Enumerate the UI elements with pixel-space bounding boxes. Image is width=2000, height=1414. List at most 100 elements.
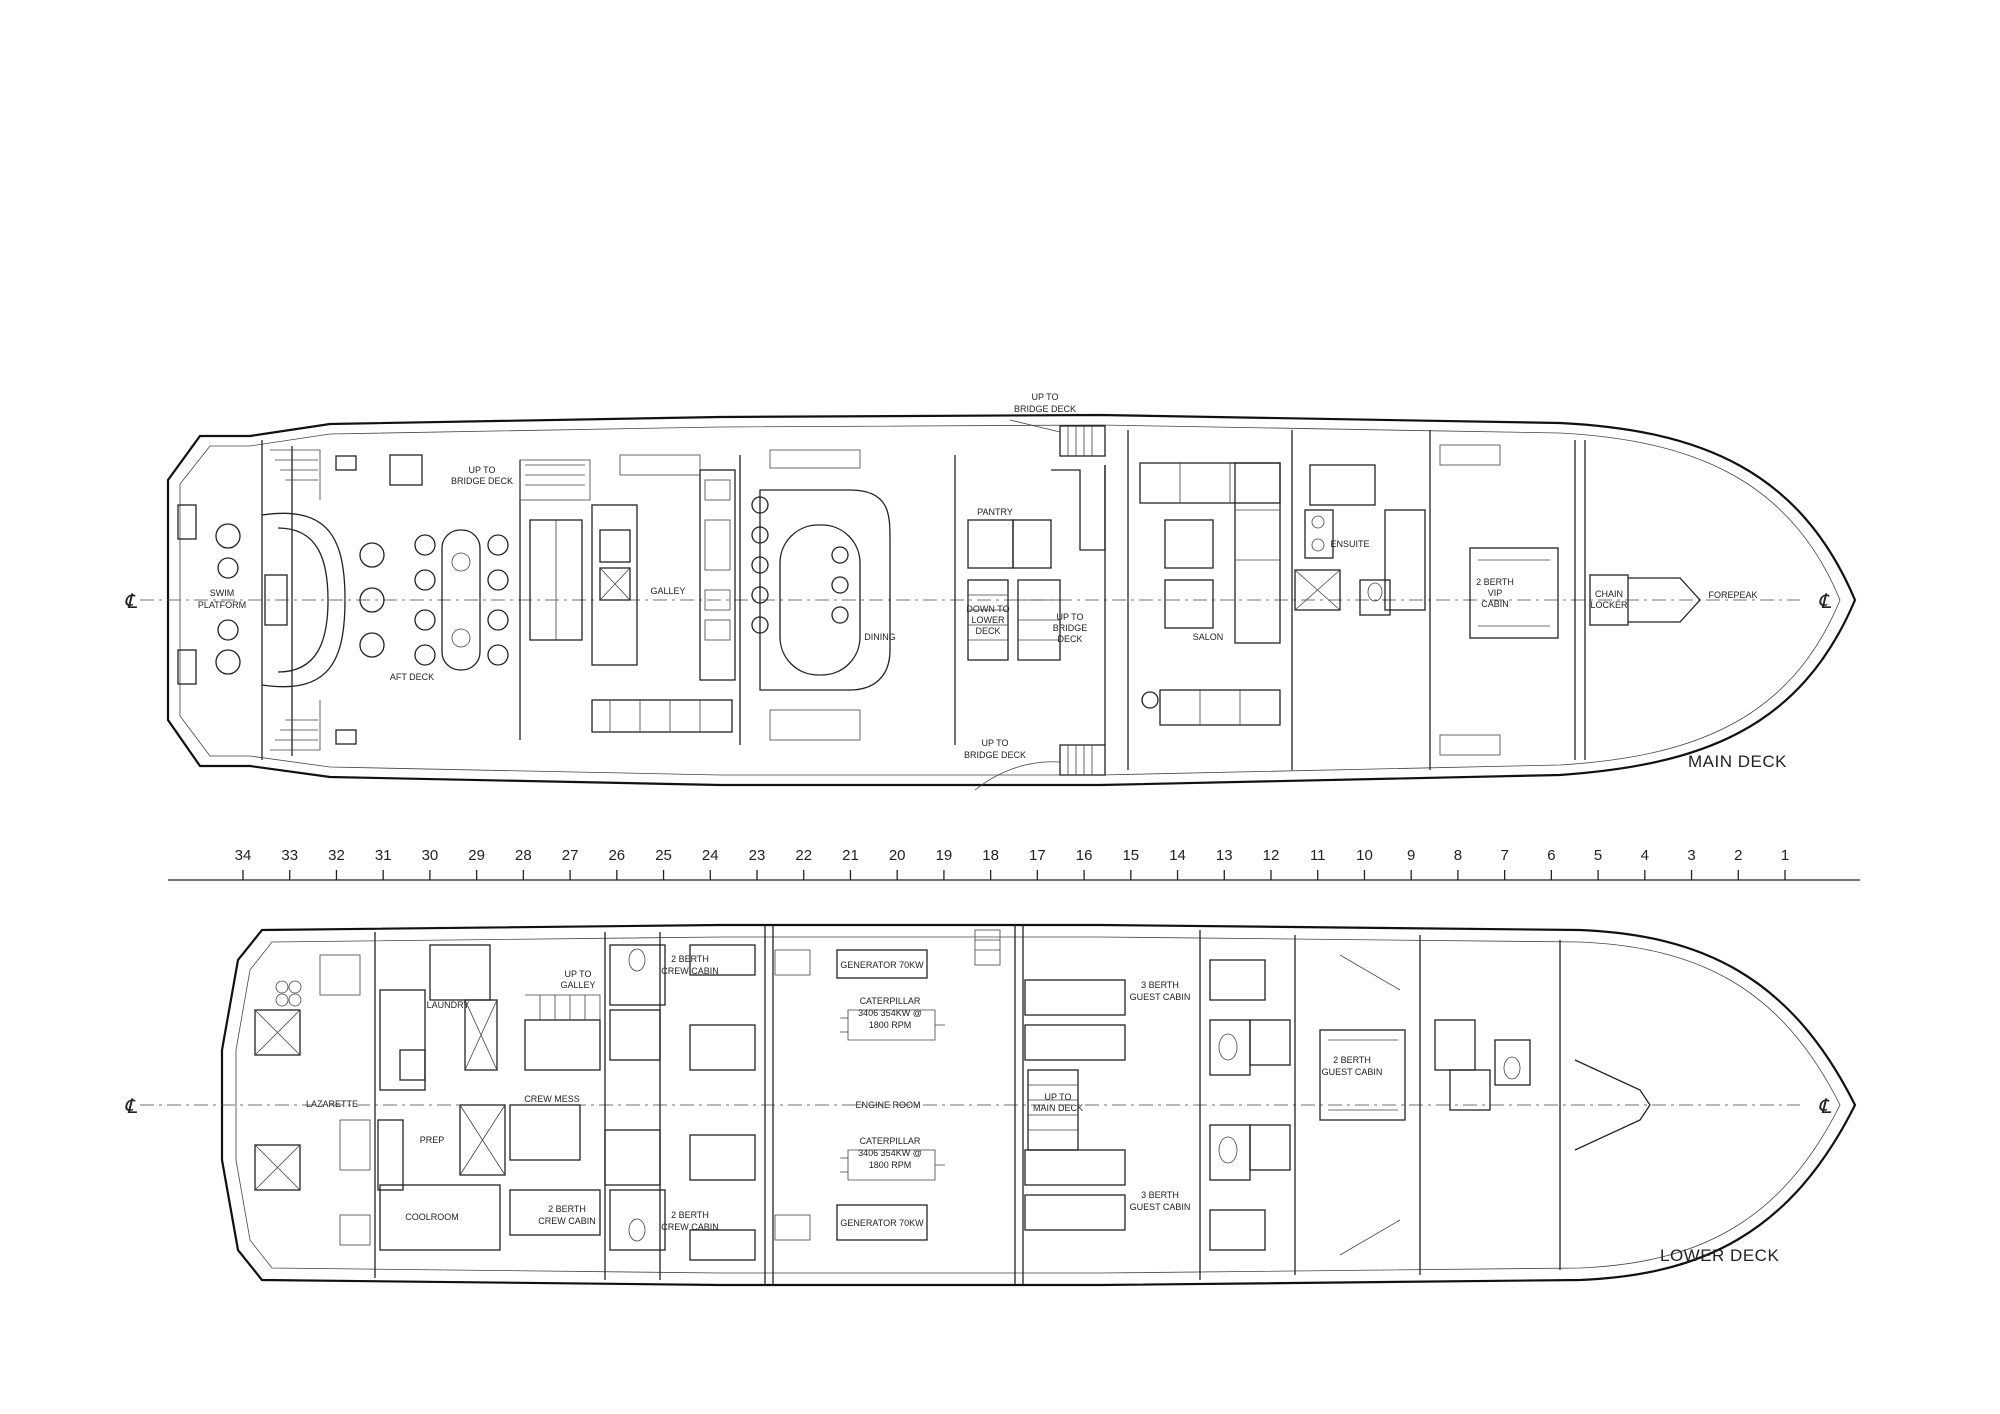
up-to-bridge-aft-label-2: BRIDGE DECK bbox=[451, 476, 513, 486]
galley-label: GALLEY bbox=[650, 586, 685, 596]
down-to-lower-label: DOWN TO bbox=[966, 604, 1009, 614]
up-to-bridge-bottom-label-2: BRIDGE DECK bbox=[964, 750, 1026, 760]
frame-number: 23 bbox=[749, 847, 766, 864]
engine-top-label-2: 3406 354KW @ bbox=[858, 1008, 922, 1018]
frame-number: 31 bbox=[375, 847, 392, 864]
frame-number: 9 bbox=[1407, 847, 1415, 864]
up-to-bridge-aft-label: UP TO bbox=[468, 465, 495, 475]
frame-number: 22 bbox=[795, 847, 812, 864]
frame-number: 26 bbox=[608, 847, 625, 864]
lazarette-label: LAZARETTE bbox=[306, 1099, 358, 1109]
frame-number: 25 bbox=[655, 847, 672, 864]
frame-number: 5 bbox=[1594, 847, 1602, 864]
frame-number: 17 bbox=[1029, 847, 1046, 864]
engine-bottom-label: CATERPILLAR bbox=[860, 1136, 921, 1146]
lower-deck-plan: ℄ ℄ LAZARETTE LAUNDRY PREP COOLROOM UP T… bbox=[124, 923, 1857, 1287]
engine-bottom-label-2: 3406 354KW @ bbox=[858, 1148, 922, 1158]
generator-bottom-label: GENERATOR 70KW bbox=[840, 1218, 924, 1228]
frame-number: 3 bbox=[1687, 847, 1695, 864]
guest-cabin-bottom-label: 3 BERTH bbox=[1141, 1190, 1179, 1200]
engine-top-label: CATERPILLAR bbox=[860, 996, 921, 1006]
up-to-bridge-inner-label-2: BRIDGE bbox=[1053, 623, 1088, 633]
frame-number: 21 bbox=[842, 847, 859, 864]
engine-room-label: ENGINE ROOM bbox=[855, 1100, 920, 1110]
frame-number: 7 bbox=[1500, 847, 1508, 864]
frame-number: 4 bbox=[1641, 847, 1649, 864]
engine-top-label-3: 1800 RPM bbox=[869, 1020, 912, 1030]
chain-locker-label: CHAIN bbox=[1595, 589, 1623, 599]
frame-number: 15 bbox=[1122, 847, 1139, 864]
up-to-bridge-inner-label-3: DECK bbox=[1057, 634, 1082, 644]
down-to-lower-label-2: LOWER bbox=[971, 615, 1005, 625]
main-centerline-symbol-aft: ℄ bbox=[124, 589, 138, 613]
chain-locker-label-2: LOCKER bbox=[1590, 600, 1628, 610]
frame-number: 24 bbox=[702, 847, 719, 864]
frame-number: 34 bbox=[235, 847, 252, 864]
coolroom-label: COOLROOM bbox=[405, 1212, 459, 1222]
salon-label: SALON bbox=[1193, 632, 1224, 642]
frame-number: 30 bbox=[422, 847, 439, 864]
frame-number: 19 bbox=[936, 847, 953, 864]
up-to-bridge-bottom-label: UP TO bbox=[981, 738, 1008, 748]
lower-deck-hull bbox=[220, 923, 1857, 1287]
frame-number: 18 bbox=[982, 847, 999, 864]
crew-cabin-b-label-2: CREW CABIN bbox=[661, 966, 719, 976]
up-to-main-label-2: MAIN DECK bbox=[1033, 1103, 1083, 1113]
crew-cabin-b-label: 2 BERTH bbox=[671, 954, 709, 964]
engine-bottom-label-3: 1800 RPM bbox=[869, 1160, 912, 1170]
guest-cabin-fwd-label-2: GUEST CABIN bbox=[1322, 1067, 1383, 1077]
up-to-bridge-top-label: UP TO bbox=[1031, 392, 1058, 402]
dining-label: DINING bbox=[864, 632, 896, 642]
frame-number: 29 bbox=[468, 847, 485, 864]
down-to-lower-label-3: DECK bbox=[975, 626, 1000, 636]
generator-top-label: GENERATOR 70KW bbox=[840, 960, 924, 970]
swim-platform-label-2: PLATFORM bbox=[198, 600, 246, 610]
aft-deck-label: AFT DECK bbox=[390, 672, 434, 682]
frame-number: 16 bbox=[1076, 847, 1093, 864]
frame-number: 28 bbox=[515, 847, 532, 864]
crew-cabin-c-label: 2 BERTH bbox=[671, 1210, 709, 1220]
frame-number: 10 bbox=[1356, 847, 1373, 864]
frame-number: 20 bbox=[889, 847, 906, 864]
vip-cabin-label-2: VIP bbox=[1488, 588, 1503, 598]
guest-cabin-top-label: 3 BERTH bbox=[1141, 980, 1179, 990]
crew-cabin-a-label: 2 BERTH bbox=[548, 1204, 586, 1214]
main-deck-plan: ℄ ℄ SWIM PLATFORM UP TO BRI bbox=[124, 392, 1857, 791]
main-deck-title: MAIN DECK bbox=[1688, 752, 1787, 771]
frame-number: 14 bbox=[1169, 847, 1186, 864]
frame-number: 1 bbox=[1781, 847, 1789, 864]
forepeak-label: FOREPEAK bbox=[1708, 590, 1757, 600]
lower-centerline-symbol-aft: ℄ bbox=[124, 1094, 138, 1118]
vip-cabin-label: 2 BERTH bbox=[1476, 577, 1514, 587]
frame-number: 13 bbox=[1216, 847, 1233, 864]
lower-centerline-symbol-fwd: ℄ bbox=[1818, 1094, 1832, 1118]
pantry-label: PANTRY bbox=[977, 507, 1013, 517]
main-deck-hull bbox=[166, 413, 1857, 787]
up-to-galley-label-2: GALLEY bbox=[560, 980, 595, 990]
guest-cabin-bottom-label-2: GUEST CABIN bbox=[1130, 1202, 1191, 1212]
ensuite-label: ENSUITE bbox=[1330, 539, 1369, 549]
frame-number: 33 bbox=[281, 847, 298, 864]
up-to-galley-label: UP TO bbox=[564, 969, 591, 979]
crew-cabin-a-label-2: CREW CABIN bbox=[538, 1216, 596, 1226]
frame-number: 11 bbox=[1310, 847, 1326, 864]
up-to-bridge-top-label-2: BRIDGE DECK bbox=[1014, 404, 1076, 414]
lower-deck-title: LOWER DECK bbox=[1660, 1246, 1779, 1265]
up-to-main-label: UP TO bbox=[1044, 1092, 1071, 1102]
main-centerline-symbol-fwd: ℄ bbox=[1818, 589, 1832, 613]
guest-cabin-top-label-2: GUEST CABIN bbox=[1130, 992, 1191, 1002]
swim-platform-label: SWIM bbox=[210, 588, 235, 598]
vip-cabin-label-3: CABIN bbox=[1481, 599, 1509, 609]
frame-number: 2 bbox=[1734, 847, 1742, 864]
frame-number: 32 bbox=[328, 847, 345, 864]
prep-label: PREP bbox=[420, 1135, 445, 1145]
frame-number: 6 bbox=[1547, 847, 1555, 864]
up-to-bridge-inner-label: UP TO bbox=[1056, 612, 1083, 622]
frame-number: 27 bbox=[562, 847, 579, 864]
crew-cabin-c-label-2: CREW CABIN bbox=[661, 1222, 719, 1232]
frame-number: 8 bbox=[1454, 847, 1462, 864]
crew-mess-label: CREW MESS bbox=[524, 1094, 580, 1104]
frame-number: 12 bbox=[1263, 847, 1280, 864]
